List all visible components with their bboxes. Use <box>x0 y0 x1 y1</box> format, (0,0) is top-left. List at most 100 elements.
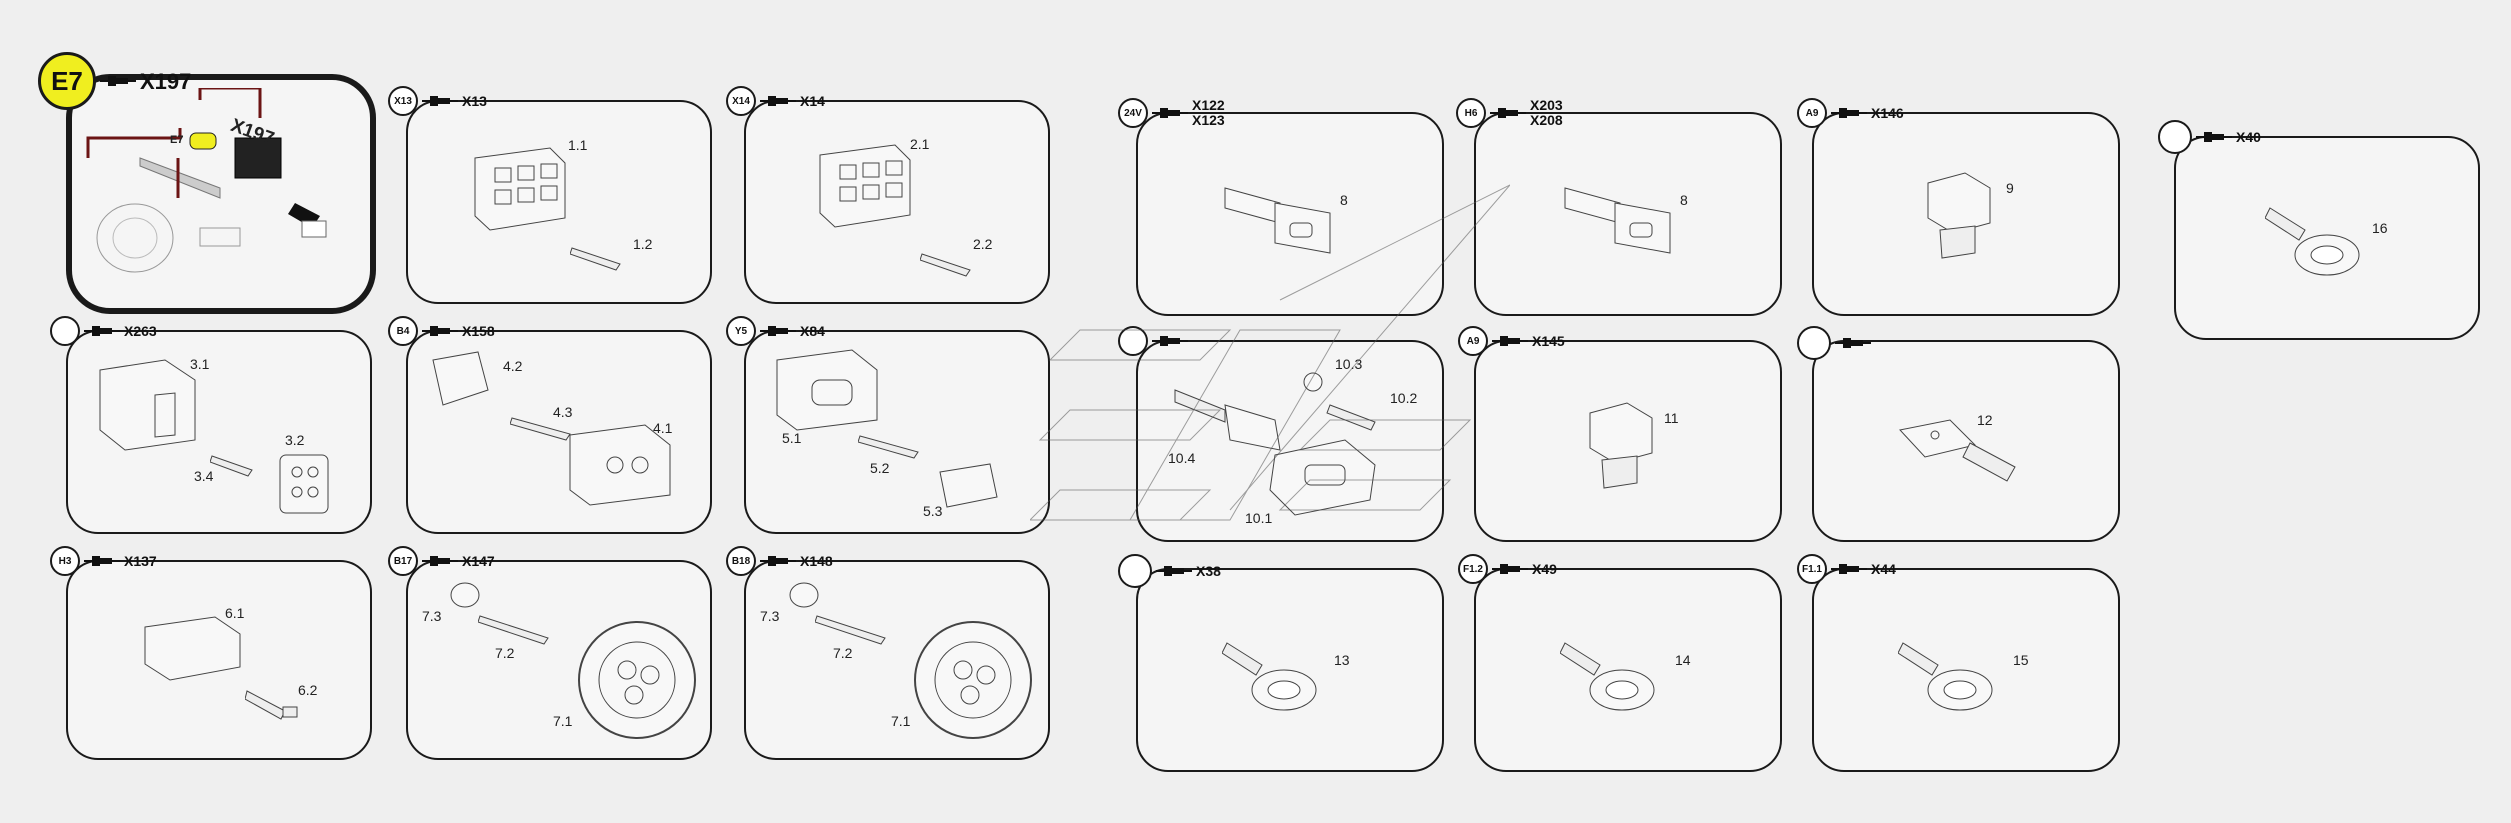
panel-x13-header: X13 X13 <box>388 86 487 116</box>
terminal-pin-illustration <box>210 455 253 477</box>
panel-x38-label-0: 13 <box>1334 652 1350 668</box>
panel-x13-code-0: X13 <box>462 92 487 109</box>
panel-x13-badge: X13 <box>388 86 418 116</box>
panel-x148-code-0: X148 <box>800 552 833 569</box>
connector-housing-illustration <box>819 144 911 228</box>
ring-terminal-illustration <box>1222 642 1317 711</box>
panel-x146-badge: A9 <box>1797 98 1827 128</box>
panel-x13 <box>406 100 712 304</box>
panel-x147-label-2: 7.1 <box>553 713 573 729</box>
panel-x44-badge: F1.1 <box>1797 554 1827 584</box>
panel-x14-badge: X14 <box>726 86 756 116</box>
connector-icon <box>1490 107 1526 119</box>
connector-icon <box>84 325 120 337</box>
connector-wedge-illustration <box>432 351 489 406</box>
connector-icon <box>760 555 796 567</box>
panel-x84-label-2: 5.3 <box>923 503 943 519</box>
panel-x122-badge: 24V <box>1118 98 1148 128</box>
terminal-pin-illustration <box>510 417 571 441</box>
connector-icon <box>2196 131 2232 143</box>
connector-icon <box>422 555 458 567</box>
ring-terminal-illustration <box>1560 642 1655 711</box>
panel-x147-badge: B17 <box>388 546 418 576</box>
panel-x38-code-0: X38 <box>1196 562 1221 579</box>
panel-x84-label-1: 5.2 <box>870 460 890 476</box>
panel-x40-code-0: X40 <box>2236 128 2261 145</box>
connector-icon <box>100 75 136 87</box>
panel-x44-code-0: X44 <box>1871 560 1896 577</box>
connector-housing-illustration <box>99 359 196 451</box>
panel-x148-badge: B18 <box>726 546 756 576</box>
panel-x44-label-0: 15 <box>2013 652 2029 668</box>
terminal-pin-illustration <box>815 615 886 645</box>
panel-x263-badge <box>50 316 80 346</box>
panel-x158-label-1: 4.3 <box>553 404 573 420</box>
connector-icon <box>1831 563 1867 575</box>
connector-seal-illustration <box>939 463 998 508</box>
panel-p10-label-2: 10.4 <box>1168 450 1196 466</box>
panel-p10-label-0: 10.3 <box>1335 356 1363 372</box>
panel-x263-header: X263 <box>50 316 157 346</box>
connector-assembly-illustration <box>1174 372 1376 516</box>
panel-x14-code-0: X14 <box>800 92 825 109</box>
panel-x49-badge: F1.2 <box>1458 554 1488 584</box>
panel-x148-label-0: 7.3 <box>760 608 780 624</box>
panel-x158-label-0: 4.2 <box>503 358 523 374</box>
panel-x148-header: B18 X148 <box>726 546 833 576</box>
panel-x122-header: 24V X122 X123 <box>1118 98 1225 128</box>
panel-x137-badge: H3 <box>50 546 80 576</box>
connector-icon <box>422 325 458 337</box>
flat-terminal-illustration <box>245 690 298 720</box>
panel-x145-header: A9 X145 <box>1458 326 1565 356</box>
panel-x263-label-1: 3.2 <box>285 432 305 448</box>
panel-x203-header: H6 X203 X208 <box>1456 98 1563 128</box>
panel-x158-label-2: 4.1 <box>653 420 673 436</box>
panel-x137-label-0: 6.1 <box>225 605 245 621</box>
connector-housing-illustration <box>474 147 566 231</box>
panel-x38-header: X38 <box>1118 554 1221 588</box>
connector-icon <box>1831 107 1867 119</box>
panel-x84-header: Y5 X84 <box>726 316 825 346</box>
flat-connector-illustration <box>1224 187 1331 254</box>
sensor-connector-illustration <box>1589 402 1653 489</box>
panel-x158-badge: B4 <box>388 316 418 346</box>
panel-x122-label-0: 8 <box>1340 192 1348 208</box>
connector-icon <box>84 555 120 567</box>
panel-x148-label-1: 7.2 <box>833 645 853 661</box>
panel-x14-header: X14 X14 <box>726 86 825 116</box>
panel-x44-header: F1.1 X44 <box>1797 554 1896 584</box>
panel-x40-badge <box>2158 120 2192 154</box>
panel-x203-badge: H6 <box>1456 98 1486 128</box>
panel-x84-badge: Y5 <box>726 316 756 346</box>
panel-x147-label-1: 7.2 <box>495 645 515 661</box>
panel-x146-header: A9 X146 <box>1797 98 1904 128</box>
round-connector-illustration <box>914 621 1032 739</box>
connector-icon <box>1152 107 1188 119</box>
panel-x147-header: B17 X147 <box>388 546 495 576</box>
panel-x197 <box>66 74 376 314</box>
panel-x14-label-0: 2.1 <box>910 136 930 152</box>
panel-x137-header: H3 X137 <box>50 546 157 576</box>
ring-terminal-illustration <box>2265 207 2360 276</box>
panel-x203-code-0: X203 <box>1530 97 1563 113</box>
terminal-pin-illustration <box>858 435 919 459</box>
panel-x148-label-2: 7.1 <box>891 713 911 729</box>
terminal-pin-illustration <box>478 615 549 645</box>
connector-housing-illustration <box>144 616 241 681</box>
panel-p10-label-1: 10.2 <box>1390 390 1418 406</box>
panel-x146-label-0: 9 <box>2006 180 2014 196</box>
seal-plug-illustration <box>450 582 480 608</box>
panel-x263-label-2: 3.4 <box>194 468 214 484</box>
panel-x13-label-1: 1.2 <box>633 236 653 252</box>
round-connector-illustration <box>578 621 696 739</box>
panel-x263-code-0: X263 <box>124 322 157 339</box>
panel-x197-badge: E7 <box>38 52 96 110</box>
panel-p12-header <box>1797 326 1875 360</box>
panel-x137-code-0: X137 <box>124 552 157 569</box>
panel-x197-label-1: E7 <box>170 134 184 146</box>
panel-x84-code-0: X84 <box>800 322 825 339</box>
panel-x203-code-1: X208 <box>1530 112 1563 128</box>
panel-x38-badge <box>1118 554 1152 588</box>
panel-x203-label-0: 8 <box>1680 192 1688 208</box>
panel-p10-badge <box>1118 326 1148 356</box>
